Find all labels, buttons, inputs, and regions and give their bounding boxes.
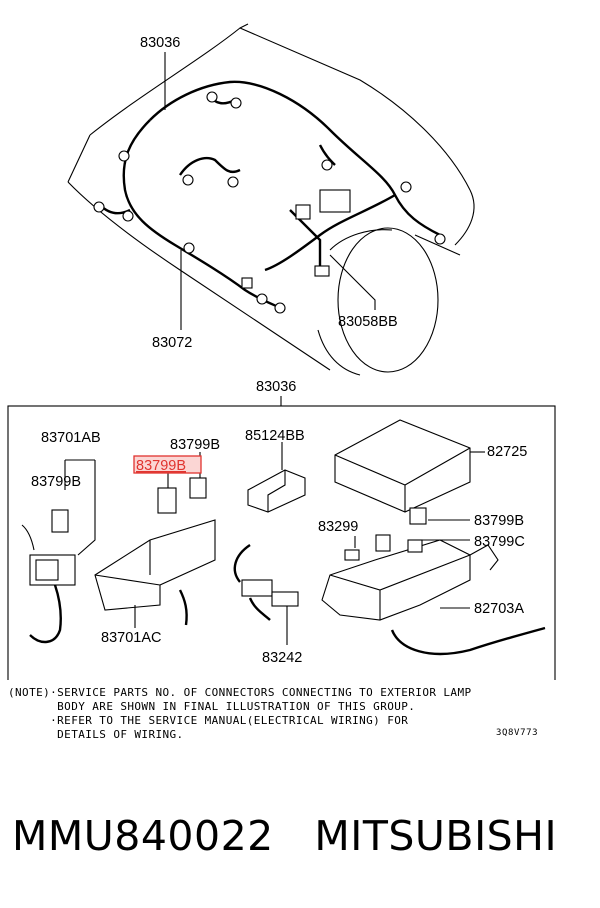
note-line-1: (NOTE)·SERVICE PARTS NO. OF CONNECTORS C… — [8, 686, 472, 699]
note-line-2: BODY ARE SHOWN IN FINAL ILLUSTRATION OF … — [8, 700, 416, 713]
label-83799B-highlighted[interactable]: 83799B — [136, 458, 186, 474]
junction-block-82703A — [321, 507, 546, 656]
label-83036-group: 83036 — [256, 379, 296, 395]
part-number: MMU840022 — [12, 812, 274, 860]
brand-name: MITSUBISHI — [314, 812, 558, 860]
fuse-box-cover-82725 — [334, 419, 471, 513]
relay-assembly-left — [21, 509, 76, 644]
note-line-4: DETAILS OF WIRING. — [8, 728, 184, 741]
connector-83242 — [233, 544, 299, 621]
label-83799B-right: 83799B — [474, 513, 524, 529]
highlight-box-83799B — [133, 455, 202, 474]
detail-frame — [7, 405, 556, 680]
harness-wiring — [99, 80, 441, 312]
label-83799B-left: 83799B — [31, 474, 81, 490]
footer-caption: MMU840022 MITSUBISHI — [12, 812, 592, 860]
label-82725: 82725 — [487, 444, 527, 460]
label-83072: 83072 — [152, 335, 192, 351]
label-83058BB: 83058BB — [338, 314, 398, 330]
label-85124BB: 85124BB — [245, 428, 305, 444]
harness-connectors — [93, 91, 446, 314]
label-83036-top: 83036 — [140, 35, 180, 51]
label-83799C: 83799C — [474, 534, 525, 550]
note-line-3: ·REFER TO THE SERVICE MANUAL(ELECTRICAL … — [8, 714, 409, 727]
relay-block-83701AC — [94, 477, 216, 626]
note-text: (NOTE)·SERVICE PARTS NO. OF CONNECTORS C… — [8, 686, 593, 742]
top-leaders — [164, 52, 376, 330]
label-83701AB: 83701AB — [41, 430, 101, 446]
car-body-outline — [67, 23, 475, 376]
label-83799B-mid: 83799B — [170, 437, 220, 453]
figure-code: 3Q8V773 — [496, 728, 539, 738]
label-83242: 83242 — [262, 650, 302, 666]
label-83701AC: 83701AC — [101, 630, 161, 646]
label-82703A: 82703A — [474, 601, 524, 617]
parts-diagram: 83036 83072 83058BB 83036 83701AB 83799B… — [7, 23, 556, 680]
label-83299: 83299 — [318, 519, 358, 535]
connector-85124BB — [247, 469, 306, 513]
